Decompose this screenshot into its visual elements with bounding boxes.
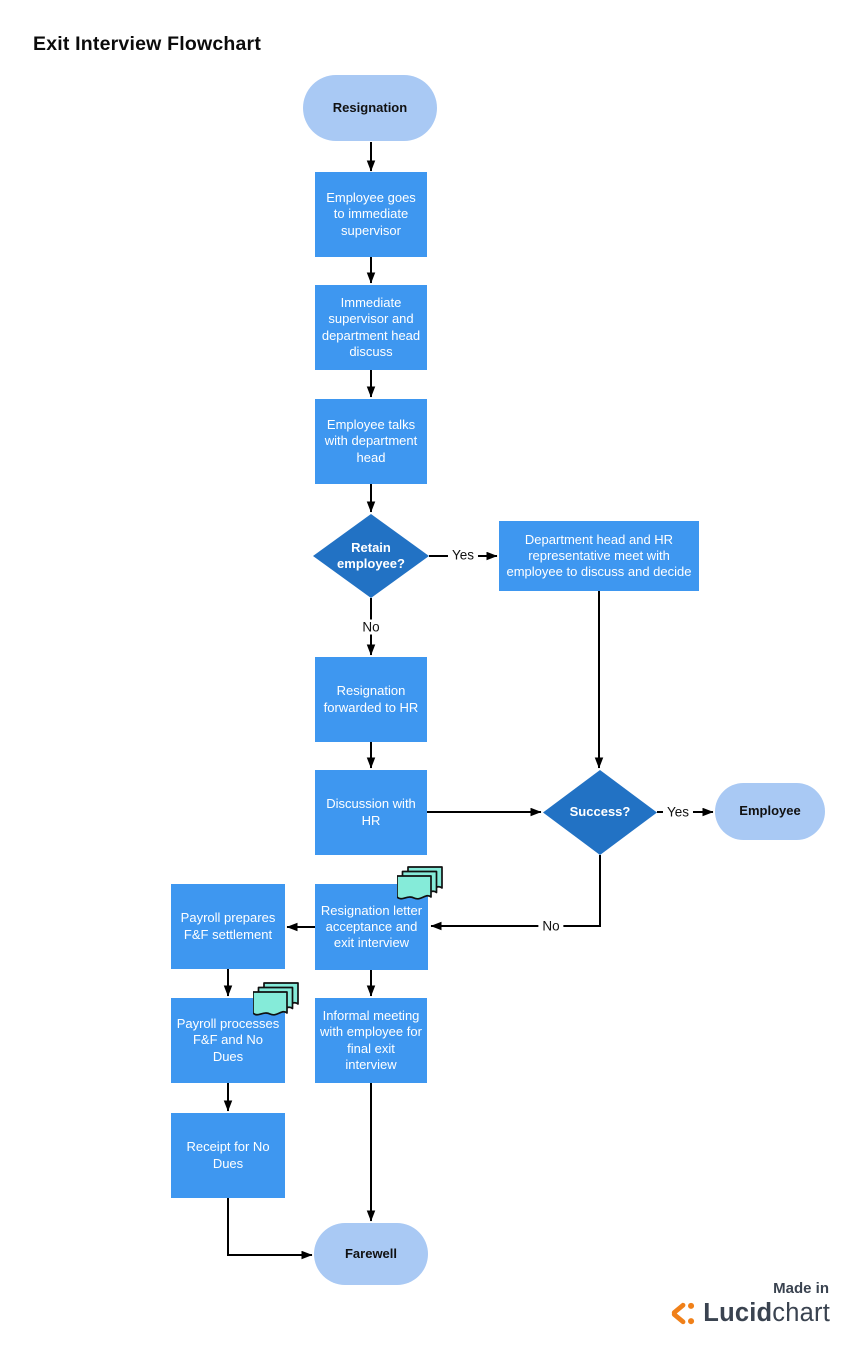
brand-bold: Lucid [703,1299,773,1327]
node-label: Payroll processes F&F and No Dues [176,1016,280,1064]
node-label: Receipt for No Dues [186,1139,270,1171]
edge-label-retain-no: No [358,619,384,635]
node-label: Employee [739,803,801,819]
node-resignation-forwarded-hr: Resignation forwarded to HR [315,657,427,742]
node-label: Resignation [332,99,408,115]
decision-success: Success? [543,770,657,855]
node-label: Department head and HR representative me… [506,531,692,580]
node-resignation-letter-acceptance: Resignation letter acceptance and exit i… [315,884,428,970]
page-title: Exit Interview Flowchart [33,33,262,55]
node-label: Employee talks with department head [324,417,418,465]
lucidchart-wordmark: Lucidchart [703,1299,830,1328]
node-label: Employee goes to immediate supervisor [326,190,416,238]
brand-rest: chart [772,1299,830,1327]
documents-icon [253,982,300,1022]
node-receipt-no-dues: Receipt for No Dues [171,1113,285,1198]
node-label: Discussion with HR [326,796,416,828]
node-label: Success? [569,804,631,820]
node-label: Informal meeting with employee for final… [320,1008,422,1072]
node-employee-talks-dept-head: Employee talks with department head [315,399,427,484]
node-label: Payroll prepares F&F settlement [180,910,276,942]
edge-label-retain-yes: Yes [447,547,479,563]
edge-label-success-yes: Yes [662,804,694,820]
node-discussion-with-hr: Discussion with HR [315,770,427,855]
decision-retain-employee: Retain employee? [313,514,429,598]
connector-success-no-letter [430,855,601,931]
node-payroll-prepares: Payroll prepares F&F settlement [171,884,285,969]
documents-icon [397,866,444,906]
node-resignation: Resignation [303,75,437,141]
connector-receipt-farewell [227,1198,313,1260]
node-label: Farewell [344,1245,398,1261]
node-label: Resignation letter acceptance and exit i… [320,902,423,951]
node-dept-head-hr-meet: Department head and HR representative me… [499,521,699,591]
node-label: Resignation forwarded to HR [323,683,419,715]
node-farewell: Farewell [314,1223,428,1285]
edge-label-success-no: No [538,918,564,934]
lucid-logo-icon [672,1302,695,1325]
lucidchart-branding: Made in Lucidchart [630,1280,830,1328]
node-supervisor-dept-head-discuss: Immediate supervisor and department head… [315,285,427,370]
node-employee: Employee [715,783,825,840]
node-label: Immediate supervisor and department head… [321,295,421,359]
made-in-label: Made in [773,1280,829,1297]
node-employee-goes-to-supervisor: Employee goes to immediate supervisor [315,172,427,257]
node-informal-meeting: Informal meeting with employee for final… [315,998,427,1083]
node-label: Retain employee? [337,539,405,571]
